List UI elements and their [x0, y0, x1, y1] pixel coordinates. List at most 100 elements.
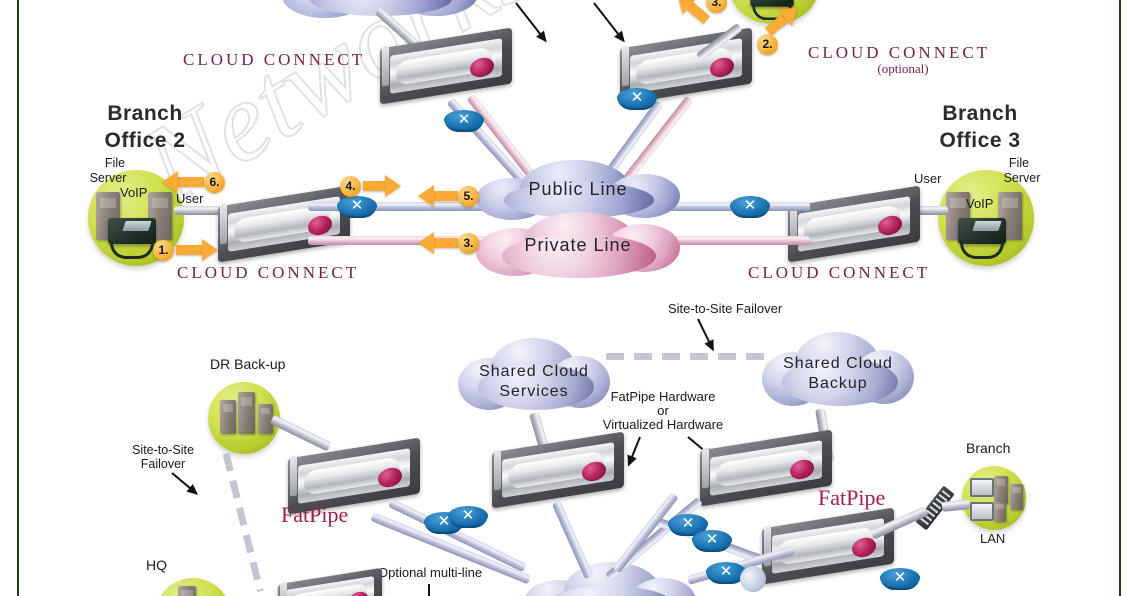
label-cloud-connect-branch-2: CLOUD CONNECT	[177, 263, 360, 282]
label-dr-backup: DR Back-up	[210, 356, 286, 372]
pipe-branch2-private	[308, 236, 508, 245]
label-file-server-right-l2: Server	[1003, 171, 1041, 185]
label-hardware-note-l1: FatPipe Hardware	[610, 389, 716, 404]
router-x-icon: ✕	[681, 515, 695, 532]
router-bottom-right-2: ✕	[692, 530, 732, 556]
label-lan: LAN	[980, 531, 1006, 546]
pipe-left-site-to-appliance	[174, 206, 222, 215]
step-number-4: 4.	[340, 176, 361, 197]
pointer-arrow-to-top-left-appliance	[515, 2, 547, 42]
router-branch-2: ✕	[337, 196, 377, 222]
label-branch-right: Branch	[966, 440, 1011, 456]
appliance-hq	[278, 567, 382, 596]
router-x-icon: ✕	[461, 507, 475, 524]
appliance-bottom-right-upper	[700, 429, 832, 507]
branch-server-3	[994, 502, 1006, 522]
label-hardware-note-l3: Virtualized Hardware	[602, 417, 724, 432]
label-fatpipe-right: FatPipe	[818, 485, 886, 510]
label-voip-left: VoIP	[120, 185, 148, 200]
title-branch-office-2-line1: Branch	[107, 102, 183, 125]
router-x-icon: ✕	[743, 197, 757, 214]
pointer-arrow-site-to-site-failover-top	[697, 318, 714, 350]
router-x-icon: ✕	[893, 569, 907, 586]
label-fatpipe-left: FatPipe	[281, 502, 349, 527]
dr-server-3	[258, 404, 273, 434]
optional-multiline-tick	[428, 584, 430, 596]
cloud-public-line: Public Line	[476, 160, 680, 220]
router-top-right: ✕	[617, 88, 657, 114]
step-number-6: 6.	[204, 172, 225, 193]
label-shared-cloud-services-l1: Shared Cloud	[479, 363, 589, 380]
cloud-body	[476, 212, 680, 282]
router-x-icon: ✕	[350, 197, 364, 214]
label-optional-multiline: Optional multi-line	[378, 565, 483, 580]
label-private-line: Private Line	[524, 235, 632, 255]
pipe-dr-to-appliance	[269, 414, 332, 452]
label-site-to-site-failover-left-l1: Site-to-Site	[132, 443, 194, 457]
router-x-icon: ✕	[705, 531, 719, 548]
step-number-2: 2.	[757, 34, 778, 55]
label-cloud-connect-optional: (optional)	[877, 61, 929, 76]
title-branch-office-3-line1: Branch	[942, 102, 1018, 125]
cloud-body	[762, 332, 914, 410]
pipe-right-site-to-appliance	[900, 206, 948, 215]
pointer-arrow-to-top-right-appliance	[593, 2, 625, 42]
label-site-to-site-failover-left-l2: Failover	[140, 457, 186, 471]
appliance-top-left	[380, 27, 512, 105]
router-bottom-right-3: ✕	[706, 562, 746, 588]
router-bottom-far-right: ✕	[880, 568, 920, 594]
voip-phone-top-right	[750, 0, 794, 21]
branch-server-1	[994, 476, 1008, 504]
dashed-link-dr-to-hq	[222, 452, 264, 593]
cloud-body	[458, 338, 610, 414]
dr-server-2	[238, 392, 255, 434]
router-branch-3: ✕	[730, 196, 770, 222]
cloud-body	[476, 160, 680, 220]
label-shared-cloud-backup-l1: Shared Cloud	[783, 355, 893, 372]
label-cloud-connect-branch-3: CLOUD CONNECT	[748, 263, 931, 282]
label-voip-right: VoIP	[966, 196, 994, 211]
title-branch-office-2-line2: Office 2	[104, 129, 186, 152]
step-number-5: 5.	[458, 186, 479, 207]
label-file-server-left-l2: Server	[89, 171, 127, 185]
voip-phone-right	[958, 218, 1006, 259]
workstation-monitor-2	[970, 502, 994, 521]
appliance-bottom-center	[492, 431, 624, 509]
pointer-arrow-site-to-site-failover-left	[171, 472, 198, 495]
cloud-shared-cloud-backup: Shared Cloud Backup	[762, 332, 914, 410]
label-user-left: User	[176, 191, 204, 206]
label-user-right: User	[914, 171, 942, 186]
router-x-icon: ✕	[437, 513, 451, 530]
label-shared-cloud-services-l2: Services	[499, 383, 569, 400]
router-bottom-left-2: ✕	[448, 506, 488, 532]
label-shared-cloud-backup-l2: Backup	[808, 375, 868, 392]
label-public-line: Public Line	[528, 179, 628, 199]
dr-server-1	[220, 400, 236, 434]
title-branch-office-3-line2: Office 3	[939, 129, 1021, 152]
router-top-left: ✕	[444, 110, 484, 136]
label-cloud-connect-top-left: CLOUD CONNECT	[183, 50, 366, 69]
label-file-server-right-l1: File	[1008, 156, 1030, 170]
pointer-arrow-hardware-left	[627, 436, 641, 466]
pipe-branch2-public	[308, 202, 504, 211]
voip-phone-left	[108, 218, 156, 259]
branch-server-2	[1010, 484, 1023, 510]
step-number-3-top: 3.	[706, 0, 727, 13]
label-site-to-site-failover-top: Site-to-Site Failover	[668, 301, 783, 316]
label-cloud-connect-top-right: CLOUD CONNECT	[808, 43, 991, 62]
step-number-3: 3.	[458, 233, 479, 254]
workstation-monitor-1	[970, 478, 994, 497]
hq-server-1	[178, 586, 196, 596]
label-hardware-note-l2: or	[657, 403, 669, 418]
appliance-bottom-left	[288, 437, 420, 515]
appliance-top-right	[620, 27, 752, 105]
label-hq: HQ	[146, 557, 167, 573]
dashed-link-shared-clouds	[606, 353, 772, 360]
pipe-branch3-private	[650, 236, 810, 245]
appliance-bottom-right-lower	[762, 507, 894, 585]
step-number-1: 1.	[153, 240, 174, 261]
router-x-icon: ✕	[719, 563, 733, 580]
page-rule-left	[17, 0, 19, 596]
cloud-shared-cloud-services: Shared Cloud Services	[458, 338, 610, 414]
router-x-icon: ✕	[630, 89, 644, 106]
